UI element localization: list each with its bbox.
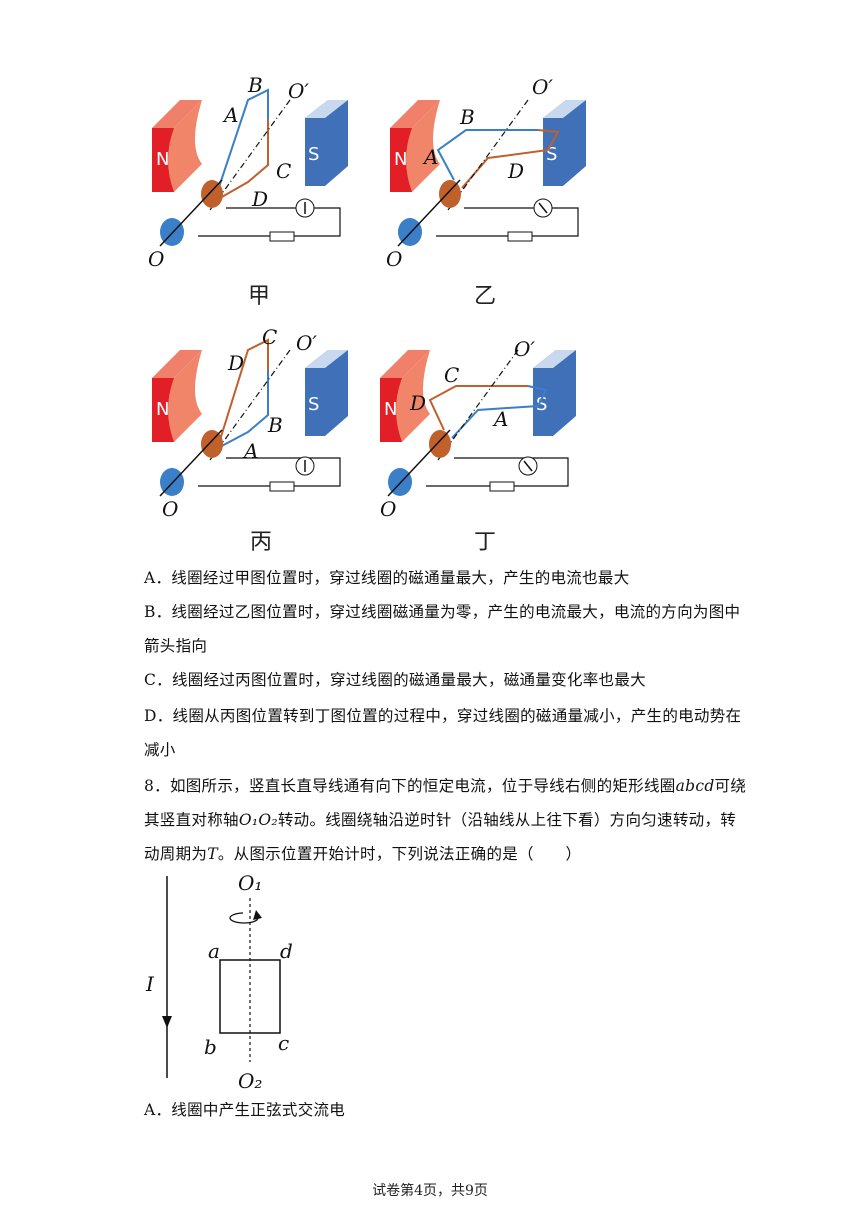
label-c: C xyxy=(444,363,459,387)
label-a: A xyxy=(242,439,258,463)
magnet-n-label: N xyxy=(394,149,407,170)
magnet-s-label: S xyxy=(536,394,547,415)
caption-yi: 乙 xyxy=(474,284,497,309)
corner-d-label: d xyxy=(280,939,293,963)
q8-line1: 8．如图所示，竖直长直导线通有向下的恒定电流，位于导线右侧的矩形线圈abcd可绕 xyxy=(144,774,746,796)
axis-bottom-label: O₂ xyxy=(238,1069,262,1093)
caption-bing: 丙 xyxy=(250,530,273,555)
q8-line3: 动周期为T。从图示位置开始计时，下列说法正确的是（ ） xyxy=(144,842,581,864)
q8-text: 其竖直对称轴 xyxy=(144,811,239,829)
q8-text: 动周期为 xyxy=(144,845,208,863)
current-arrow-icon xyxy=(162,1016,172,1028)
label-o: O xyxy=(380,497,396,520)
label-c: C xyxy=(262,325,277,349)
label-b: B xyxy=(247,73,263,97)
option-a: A．线圈经过甲图位置时，穿过线圈的磁通量最大，产生的电流也最大 xyxy=(144,569,630,587)
q8-text: 可绕 xyxy=(714,777,747,795)
q8-text: 转动。线圈绕轴沿逆时针（沿轴线从上往下看）方向匀速转动，转 xyxy=(277,811,737,829)
label-b: B xyxy=(267,413,283,437)
label-d: D xyxy=(251,187,268,211)
label-o-prime: O′ xyxy=(514,337,535,361)
label-a: A xyxy=(492,407,508,431)
axis-top-label: O₁ xyxy=(238,871,262,895)
generator-figure-jia: N S B A C D O′ O xyxy=(148,73,348,270)
option-d-line1: D．线圈从丙图位置转到丁图位置的过程中，穿过线圈的磁通量减小，产生的电动势在 xyxy=(144,707,742,725)
generator-figure-yi: N S B A D O′ O xyxy=(386,75,586,270)
generator-figure-ding: N S C D A O′ O xyxy=(380,337,576,520)
rectangular-coil xyxy=(219,959,281,1034)
label-d: D xyxy=(507,159,524,183)
label-d: D xyxy=(227,351,244,375)
caption-jia: 甲 xyxy=(248,284,271,309)
wire-coil-diagram: I O₁ O₂ a d b c xyxy=(145,871,293,1093)
q8-text: 8．如图所示，竖直长直导线通有向下的恒定电流，位于导线右侧的矩形线圈 xyxy=(144,777,676,795)
option-b-line2: 箭头指向 xyxy=(144,637,208,655)
q8-period: T xyxy=(207,845,218,863)
magnet-s-label: S xyxy=(308,144,319,165)
magnet-n-label: N xyxy=(156,399,169,420)
page-footer: 试卷第4页，共9页 xyxy=(372,1183,488,1199)
corner-a-label: a xyxy=(208,939,220,963)
label-o-prime: O′ xyxy=(296,331,317,355)
q8-axis-name: O₁O₂ xyxy=(238,811,278,829)
label-o-prime: O′ xyxy=(532,75,553,99)
magnet-s-label: S xyxy=(308,394,319,415)
option-c: C．线圈经过丙图位置时，穿过线圈的磁通量最大，磁通量变化率也最大 xyxy=(144,671,646,689)
caption-ding: 丁 xyxy=(474,530,497,555)
label-a: A xyxy=(422,145,438,169)
label-o: O xyxy=(148,247,164,270)
rotation-direction-icon xyxy=(229,912,259,924)
corner-b-label: b xyxy=(204,1035,217,1059)
label-d: D xyxy=(409,391,426,415)
label-o: O xyxy=(162,497,178,520)
option-d-line2: 减小 xyxy=(144,741,176,759)
option-b-line1: B．线圈经过乙图位置时，穿过线圈磁通量为零，产生的电流最大，电流的方向为图中 xyxy=(144,603,741,621)
q8-line2: 其竖直对称轴O₁O₂转动。线圈绕轴沿逆时针（沿轴线从上往下看）方向匀速转动，转 xyxy=(144,808,736,830)
corner-c-label: c xyxy=(278,1031,289,1055)
magnet-n-label: N xyxy=(384,399,397,420)
magnet-n-label: N xyxy=(156,149,169,170)
generator-figure-bing: N S C D B A O′ O xyxy=(152,325,348,520)
label-c: C xyxy=(276,159,291,183)
q8-coil-name: abcd xyxy=(675,777,715,795)
current-label: I xyxy=(145,972,155,996)
q8-text: 。从图示位置开始计时，下列说法正确的是（ ） xyxy=(217,845,582,863)
q8-option-a: A．线圈中产生正弦式交流电 xyxy=(144,1101,346,1119)
label-b: B xyxy=(459,105,475,129)
label-a: A xyxy=(222,103,238,127)
magnet-s-label: S xyxy=(546,144,557,165)
label-o-prime: O′ xyxy=(288,79,309,103)
label-o: O xyxy=(386,247,402,270)
